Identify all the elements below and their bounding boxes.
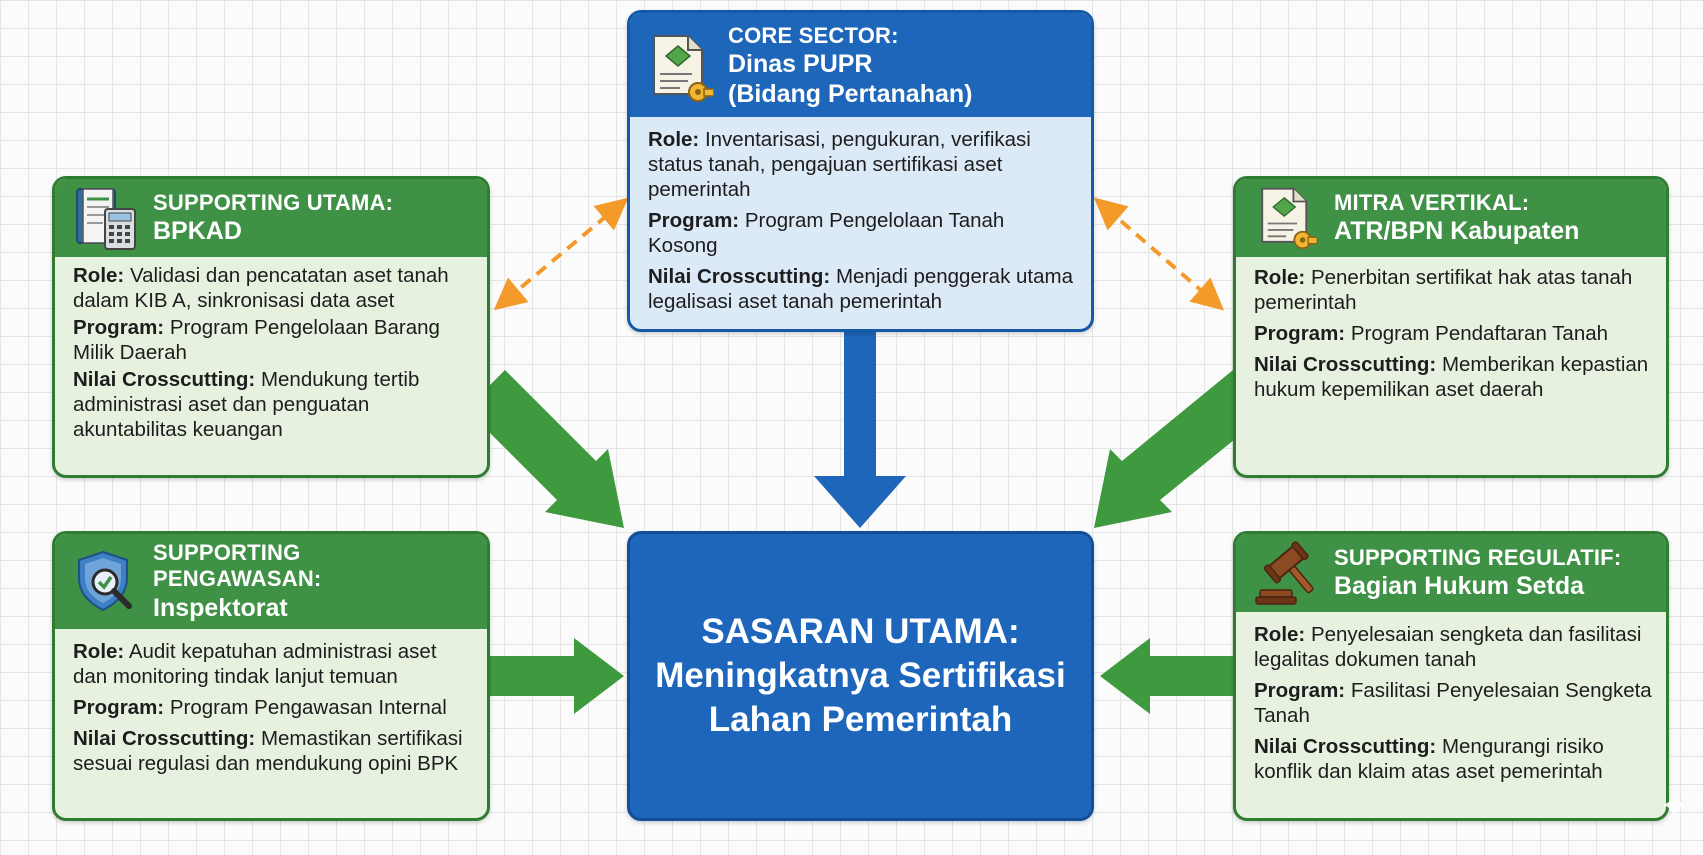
atr-bpn-name: ATR/BPN Kabupaten [1334,217,1580,246]
atr-role-row: Role: Penerbitan sertifikat hak atas tan… [1254,265,1652,315]
hukum-program-row: Program: Fasilitasi Penyelesaian Sengket… [1254,678,1652,728]
goal-label: SASARAN UTAMA: [701,612,1020,651]
bpkad-core-dashed-arrow [493,197,629,311]
core-value-text: Menjadi penggerak utama legalisasi aset … [648,265,1073,314]
bpkad-role-text: Validasi dan pencatatan aset tanah dalam… [73,264,449,312]
bpkad-value-text: Mendukung tertib administrasi aset dan p… [73,368,420,441]
program-label: Program: [1254,322,1346,345]
bpkad-program-row: Program: Program Pengelolaan Barang Mili… [73,315,473,365]
goal-text-line1: Meningkatnya Sertifikasi [655,656,1066,695]
atr-role-text: Penerbitan sertifikat hak atas tanah pem… [1254,266,1633,314]
core-sector-header: CORE SECTOR: Dinas PUPR (Bidang Pertanah… [630,13,1091,118]
atr-bpn-header: MITRA VERTIKAL: ATR/BPN Kabupaten [1236,179,1666,257]
core-role-row: Role: Inventarisasi, pengukuran, verifik… [648,127,1077,202]
land-certificate-icon [1254,185,1320,251]
inspektorat-header: SUPPORTING PENGAWASAN: Inspektorat [55,534,487,629]
crosscutting-label: Nilai Crosscutting: [73,368,256,391]
core-program-row: Program: Program Pengelolaan Tanah Koson… [648,208,1077,258]
core-role-text: Inventarisasi, pengukuran, verifikasi st… [648,128,1031,202]
bpkad-header: SUPPORTING UTAMA: BPKAD [55,179,487,257]
sparkle-watermark-icon: ✦ [1658,785,1689,826]
program-label: Program: [73,695,165,719]
hukum-value-row: Nilai Crosscutting: Mengurangi risiko ko… [1254,734,1652,784]
inspektorat-value-row: Nilai Crosscutting: Memastikan sertifika… [73,726,473,776]
bpkad-label: SUPPORTING UTAMA: [153,189,394,215]
atr-to-goal-arrow [1094,370,1272,528]
inspektorat-role-row: Role: Audit kepatuhan administrasi aset … [73,639,473,689]
hukum-role-row: Role: Penyelesaian sengketa dan fasilita… [1254,622,1652,672]
bpkad-program-text: Program Pengelolaan Barang Milik Daerah [73,316,440,364]
program-label: Program: [648,209,740,233]
role-label: Role: [1254,623,1306,646]
bpkad-name: BPKAD [153,217,242,246]
gavel-icon [1254,540,1320,606]
bagian-hukum-label: SUPPORTING REGULATIF: [1334,544,1622,570]
hukum-to-goal-arrow [1100,638,1233,714]
role-label: Role: [1254,266,1306,289]
role-label: Role: [648,128,700,152]
core-sector-name-line2: (Bidang Pertanahan) [728,80,973,109]
inspektorat-label: SUPPORTING PENGAWASAN: [153,540,322,592]
atr-program-row: Program: Program Pendaftaran Tanah [1254,321,1652,346]
atr-bpn-body: Role: Penerbitan sertifikat hak atas tan… [1236,257,1666,416]
bagian-hukum-body: Role: Penyelesaian sengketa dan fasilita… [1236,612,1666,798]
program-label: Program: [1254,679,1346,702]
core-to-goal-arrow [814,330,906,528]
crosscutting-label: Nilai Crosscutting: [1254,353,1437,376]
inspektorat-program-text: Program Pengawasan Internal [169,695,447,719]
crosscutting-label: Nilai Crosscutting: [73,726,256,750]
bpkad-role-row: Role: Validasi dan pencatatan aset tanah… [73,263,473,313]
inspektorat-value-text: Memastikan sertifikasi sesuai regulasi d… [73,726,463,775]
role-label: Role: [73,264,125,287]
program-label: Program: [73,316,165,339]
inspektorat-name: Inspektorat [153,593,288,622]
inspektorat-program-row: Program: Program Pengawasan Internal [73,695,473,720]
bagian-hukum-card: SUPPORTING REGULATIF: Bagian Hukum Setda… [1233,531,1669,821]
role-label: Role: [73,639,125,663]
core-sector-label: CORE SECTOR: [728,23,899,48]
atr-value-text: Memberikan kepastian hukum kepemilikan a… [1254,353,1649,401]
core-value-row: Nilai Crosscutting: Menjadi penggerak ut… [648,264,1077,314]
bpkad-value-row: Nilai Crosscutting: Mendukung tertib adm… [73,367,473,442]
core-sector-name-line1: Dinas PUPR [728,50,873,79]
sasaran-utama-box: SASARAN UTAMA: Meningkatnya Sertifikasi … [627,531,1094,821]
bpkad-to-goal-arrow [466,370,624,528]
bagian-hukum-name: Bagian Hukum Setda [1334,572,1585,601]
bpkad-card: SUPPORTING UTAMA: BPKAD Role: Validasi d… [52,176,490,478]
atr-bpn-label: MITRA VERTIKAL: [1334,189,1530,215]
hukum-value-text: Mengurangi risiko konflik dan klaim atas… [1254,735,1604,783]
crosscutting-label: Nilai Crosscutting: [1254,735,1437,758]
bpkad-body: Role: Validasi dan pencatatan aset tanah… [55,257,487,456]
crosscutting-label: Nilai Crosscutting: [648,265,831,289]
inspektorat-body: Role: Audit kepatuhan administrasi aset … [55,629,487,790]
atr-value-row: Nilai Crosscutting: Memberikan kepastian… [1254,352,1652,402]
goal-text-line2: Lahan Pemerintah [708,700,1013,739]
core-atr-dashed-arrow [1093,197,1225,311]
hukum-role-text: Penyelesaian sengketa dan fasilitasi leg… [1254,623,1642,671]
shield-magnifier-icon [73,548,139,614]
bagian-hukum-header: SUPPORTING REGULATIF: Bagian Hukum Setda [1236,534,1666,612]
ledger-calculator-icon [73,185,139,251]
inspektorat-role-text: Audit kepatuhan administrasi aset dan mo… [73,639,437,688]
inspektorat-to-goal-arrow [490,638,624,714]
core-sector-body: Role: Inventarisasi, pengukuran, verifik… [630,117,1091,328]
land-certificate-icon [648,32,715,103]
atr-program-text: Program Pendaftaran Tanah [1350,322,1609,345]
core-program-text: Program Pengelolaan Tanah Kosong [648,209,1005,258]
core-sector-card: CORE SECTOR: Dinas PUPR (Bidang Pertanah… [627,10,1094,332]
atr-bpn-card: MITRA VERTIKAL: ATR/BPN Kabupaten Role: … [1233,176,1669,478]
hukum-program-text: Fasilitasi Penyelesaian Sengketa Tanah [1254,679,1652,727]
inspektorat-card: SUPPORTING PENGAWASAN: Inspektorat Role:… [52,531,490,821]
